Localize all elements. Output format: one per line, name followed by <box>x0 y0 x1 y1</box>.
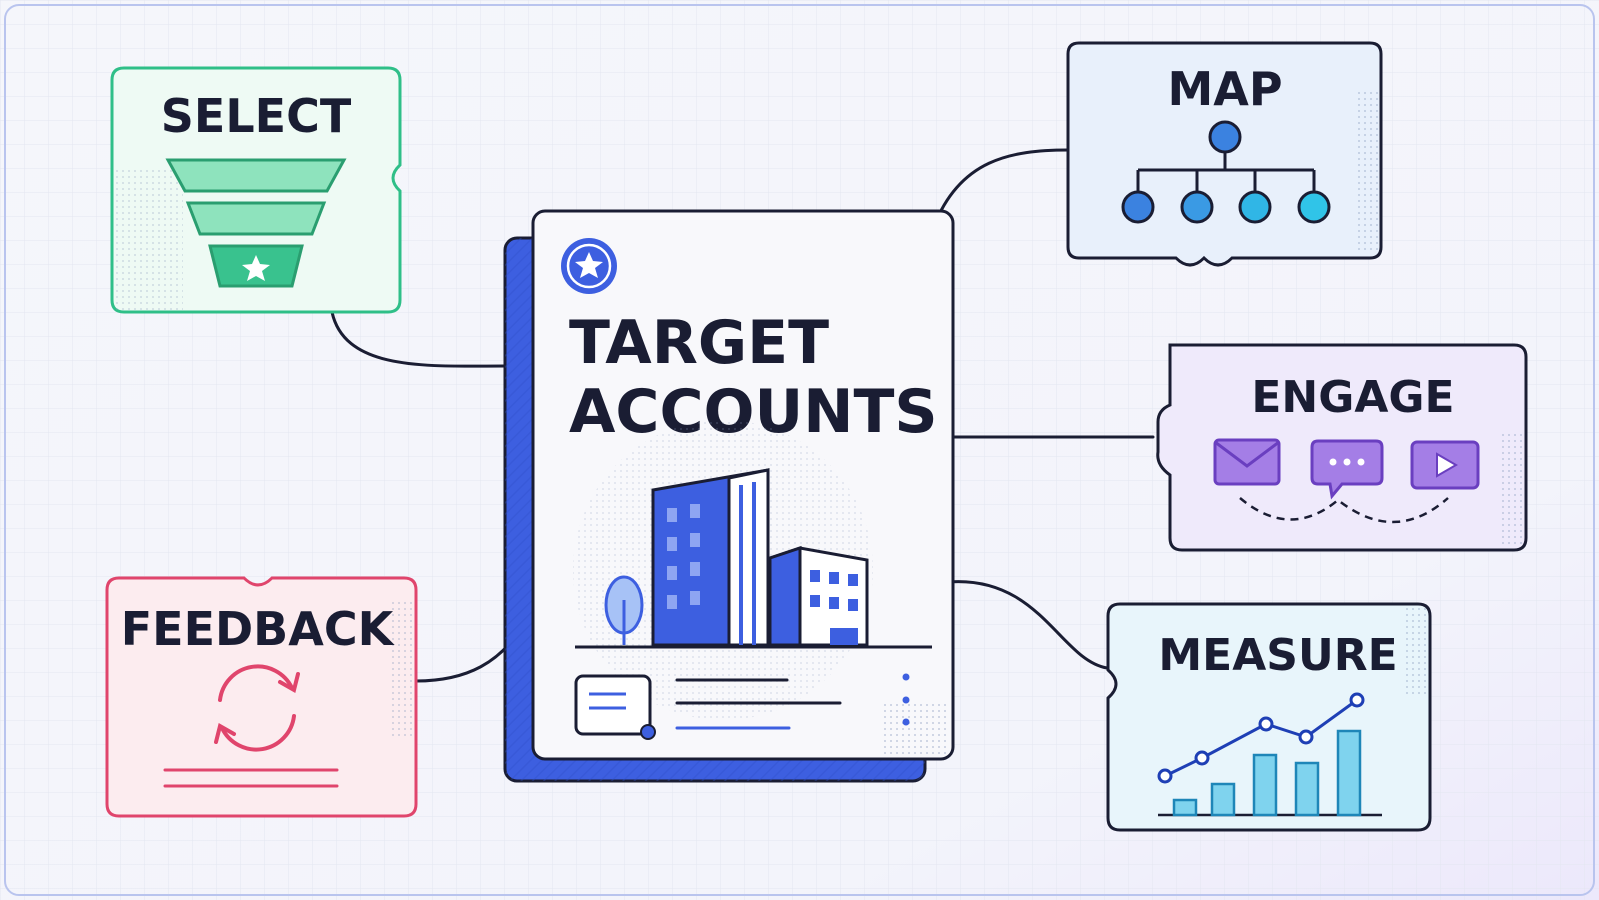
feedback-lines <box>163 768 339 788</box>
node-select-label: SELECT <box>161 89 352 143</box>
node-map-label: MAP <box>1167 62 1282 116</box>
account-detail-lines <box>675 678 842 730</box>
node-measure-label: MEASURE <box>1158 630 1397 681</box>
funnel-icon <box>165 158 347 288</box>
star-badge-icon <box>561 238 617 294</box>
email-icon <box>1213 438 1281 486</box>
node-measure-texture <box>1404 608 1428 698</box>
node-feedback-texture <box>390 600 414 740</box>
connector-map <box>932 148 1070 228</box>
org-chart-icon <box>1121 120 1331 224</box>
node-feedback[interactable]: FEEDBACK <box>105 576 418 818</box>
center-card-texture <box>880 700 950 756</box>
node-select[interactable]: SELECT <box>110 66 402 314</box>
video-play-icon <box>1410 440 1480 490</box>
growth-chart-icon <box>1157 692 1382 817</box>
node-feedback-label: FEEDBACK <box>121 602 396 656</box>
node-select-texture <box>113 170 183 310</box>
node-map-texture <box>1355 90 1379 250</box>
outer-frame <box>4 4 1595 896</box>
account-card-icon <box>574 674 656 740</box>
connector-select <box>330 310 507 368</box>
node-measure[interactable]: MEASURE <box>1106 602 1432 832</box>
office-buildings-icon <box>573 420 932 720</box>
chat-bubble-icon <box>1310 439 1384 500</box>
connector-measure <box>946 580 1109 670</box>
node-engage[interactable]: ENGAGE <box>1156 343 1528 552</box>
refresh-cycle-icon <box>214 664 300 752</box>
center-title-line1: TARGET <box>569 308 829 378</box>
more-options-icon[interactable] <box>902 673 910 726</box>
node-engage-texture <box>1498 430 1524 545</box>
node-feedback-card <box>105 576 418 818</box>
channels-icon <box>1213 438 1480 524</box>
node-engage-label: ENGAGE <box>1251 372 1454 423</box>
center-target-accounts[interactable]: TARGET ACCOUNTS <box>503 209 955 783</box>
node-map[interactable]: MAP <box>1066 41 1383 267</box>
